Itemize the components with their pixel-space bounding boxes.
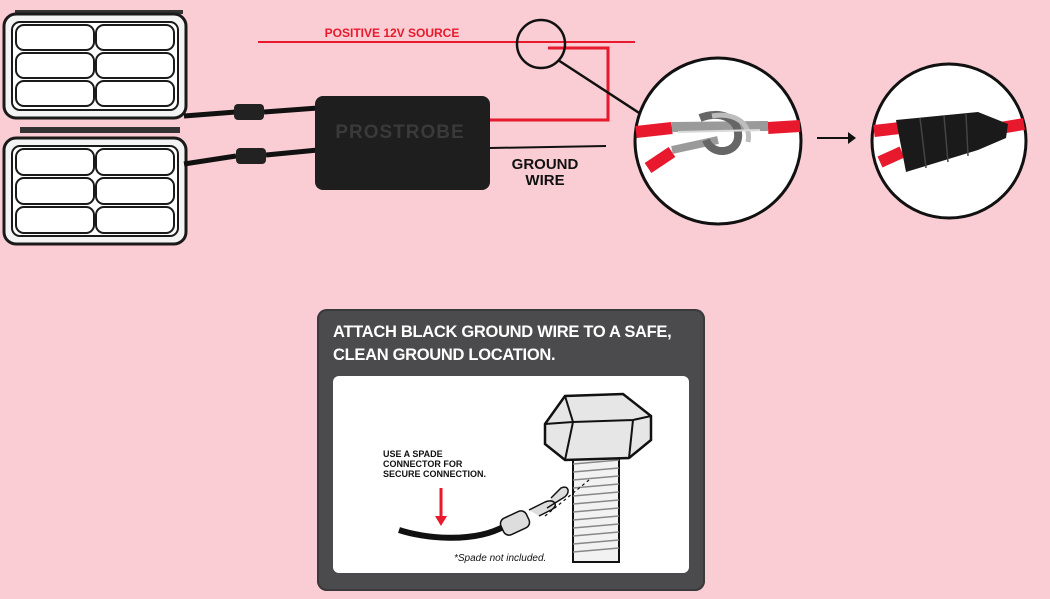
ground-instruction-panel: ATTACH BLACK GROUND WIRE TO A SAFE, CLEA… xyxy=(317,309,705,591)
callout-line-2: CONNECTOR FOR xyxy=(383,459,463,469)
callout-line-3: SECURE CONNECTION. xyxy=(383,469,487,479)
prostrobe-module: PROSTROBE xyxy=(315,96,490,190)
callout-line-1: USE A SPADE xyxy=(383,449,443,459)
twisted-splice-detail xyxy=(633,56,803,226)
panel-title: ATTACH BLACK GROUND WIRE TO A SAFE, CLEA… xyxy=(333,323,672,364)
taped-splice-detail xyxy=(870,62,1028,220)
module-brand: PROSTROBE xyxy=(335,122,464,143)
bolt-illustration xyxy=(398,392,653,563)
light-cables xyxy=(183,104,319,167)
panel-illustration: USE A SPADE CONNECTOR FOR SECURE CONNECT… xyxy=(333,376,689,573)
spade-footnote: *Spade not included. xyxy=(454,553,547,564)
lower-light-head xyxy=(2,127,188,246)
positive-source-label: POSITIVE 12V SOURCE xyxy=(325,26,460,40)
upper-light-head xyxy=(2,10,188,120)
magnifier-leader xyxy=(557,58,651,122)
positive-source-line: POSITIVE 12V SOURCE xyxy=(258,26,635,43)
splice-magnifier xyxy=(515,18,567,70)
arrow-right-icon xyxy=(817,132,856,144)
red-power-wire xyxy=(490,46,610,122)
spade-callout: USE A SPADE CONNECTOR FOR SECURE CONNECT… xyxy=(383,449,543,479)
ground-wire-label-line2: WIRE xyxy=(525,172,564,189)
ground-wire-label-line1: GROUND xyxy=(512,156,579,173)
ground-wire xyxy=(489,145,607,149)
